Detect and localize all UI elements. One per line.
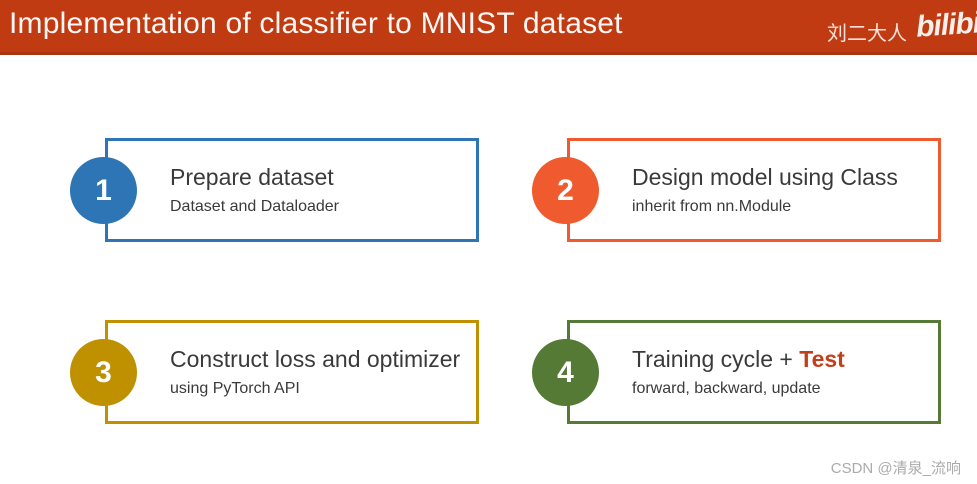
- bilibili-logo: bilibili: [914, 5, 977, 44]
- step-subtitle: using PyTorch API: [170, 379, 300, 397]
- csdn-watermark: CSDN @清泉_流响: [830, 460, 961, 477]
- step-number-badge: 2: [532, 157, 599, 224]
- step-number: 2: [557, 173, 574, 207]
- step-number: 4: [557, 355, 574, 389]
- step-title-text: Design model using Class: [632, 163, 898, 190]
- step-number: 3: [95, 355, 112, 389]
- step-box: Construct loss and optimizer using PyTor…: [105, 320, 479, 424]
- page-title: Implementation of classifier to MNIST da…: [9, 7, 623, 40]
- step-number-badge: 1: [70, 157, 137, 224]
- step-card-training-cycle: Training cycle + Test forward, backward,…: [532, 320, 941, 424]
- step-subtitle: forward, backward, update: [632, 379, 821, 397]
- step-title-text: Training cycle +: [632, 345, 800, 372]
- step-title-highlight: Test: [799, 345, 845, 372]
- step-title-text: Construct loss and optimizer: [170, 345, 461, 372]
- step-box: Training cycle + Test forward, backward,…: [567, 320, 941, 424]
- step-title: Prepare dataset: [170, 163, 476, 190]
- step-subtitle: inherit from nn.Module: [632, 197, 792, 215]
- author-name: 刘二大人: [827, 23, 907, 45]
- step-title: Training cycle + Test: [632, 345, 938, 372]
- step-box: Design model using Class inherit from nn…: [567, 138, 941, 242]
- step-card-design-model: Design model using Class inherit from nn…: [532, 138, 941, 242]
- step-title-text: Prepare dataset: [170, 163, 334, 190]
- step-number-badge: 4: [532, 339, 599, 406]
- step-subtitle: Dataset and Dataloader: [170, 197, 339, 215]
- step-title: Construct loss and optimizer: [170, 345, 476, 372]
- step-title: Design model using Class: [632, 163, 938, 190]
- step-number-badge: 3: [70, 339, 137, 406]
- step-card-prepare-dataset: Prepare dataset Dataset and Dataloader 1: [70, 138, 479, 242]
- step-box: Prepare dataset Dataset and Dataloader: [105, 138, 479, 242]
- header-bar: Implementation of classifier to MNIST da…: [0, 0, 977, 55]
- step-number: 1: [95, 173, 112, 207]
- step-card-construct-loss: Construct loss and optimizer using PyTor…: [70, 320, 479, 424]
